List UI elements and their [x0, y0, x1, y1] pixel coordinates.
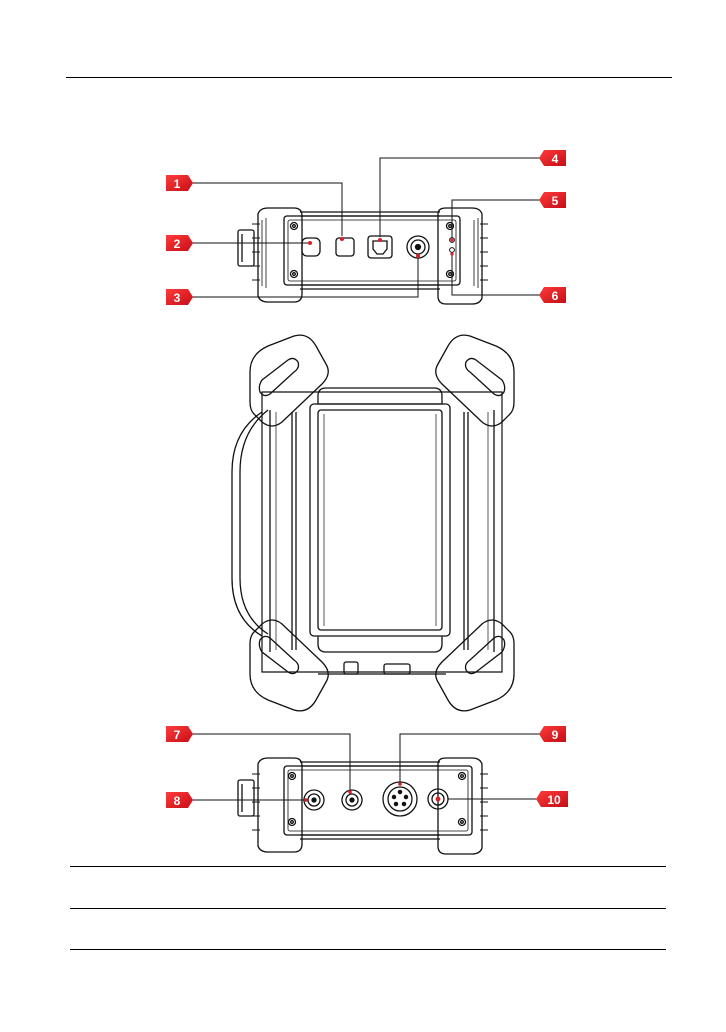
- svg-text:1: 1: [174, 177, 181, 191]
- callout-5: 5: [539, 192, 566, 208]
- callout-lines-bottom: [190, 734, 547, 800]
- callout-6: 6: [539, 287, 566, 303]
- callout-10: 10: [536, 791, 568, 807]
- svg-text:10: 10: [547, 793, 561, 807]
- top-panel-view: [238, 208, 488, 304]
- callout-9: 9: [539, 726, 566, 742]
- svg-text:5: 5: [552, 194, 559, 208]
- table-rule-middle: [70, 908, 666, 909]
- callout-2: 2: [166, 235, 193, 251]
- callout-dots-bottom: [304, 782, 440, 802]
- svg-text:4: 4: [552, 152, 559, 166]
- table-rule-bottom: [70, 949, 666, 950]
- callout-3: 3: [166, 289, 193, 305]
- callout-7: 7: [166, 726, 193, 742]
- callout-1: 1: [166, 175, 193, 191]
- callout-8: 8: [166, 792, 193, 808]
- callout-dots-top: [308, 237, 454, 258]
- svg-text:3: 3: [174, 291, 181, 305]
- svg-text:2: 2: [174, 237, 181, 251]
- svg-text:6: 6: [552, 289, 559, 303]
- device-front-view: [232, 335, 514, 711]
- svg-text:7: 7: [174, 728, 181, 742]
- table-rule-top: [70, 866, 666, 867]
- callout-lines-top: [190, 158, 547, 297]
- svg-text:9: 9: [552, 728, 559, 742]
- bottom-panel-view: [238, 758, 488, 854]
- svg-text:8: 8: [174, 794, 181, 808]
- callout-4: 4: [539, 150, 566, 166]
